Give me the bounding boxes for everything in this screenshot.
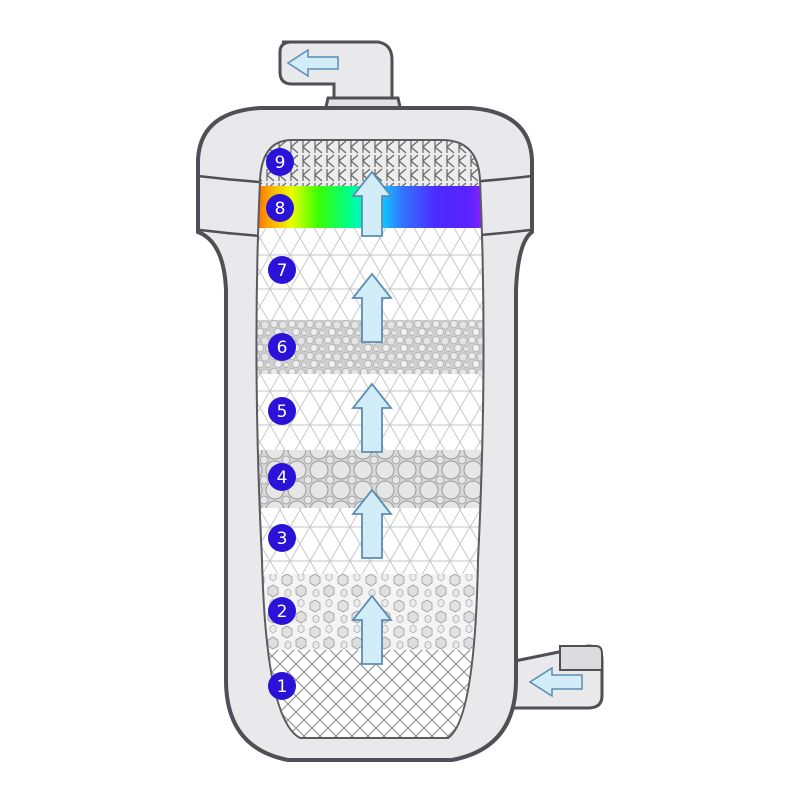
arrow-up-icon	[351, 382, 393, 453]
layer-number: 6	[277, 338, 288, 358]
inlet-port	[508, 644, 604, 710]
layer-badge-9: 9	[266, 148, 294, 176]
layer-badge-4: 4	[268, 463, 296, 491]
layer-badge-7: 7	[268, 256, 296, 284]
layer-badge-5: 5	[268, 397, 296, 425]
arrow-up-icon	[351, 488, 393, 559]
layer-number: 3	[277, 529, 288, 549]
arrow-up-icon	[351, 272, 393, 343]
arrow-up-icon	[351, 594, 393, 665]
arrow-up-icon	[351, 170, 393, 237]
arrow-left-icon	[286, 48, 339, 78]
layer-number: 5	[277, 402, 288, 422]
outlet-port	[278, 40, 404, 118]
layer-badge-8: 8	[266, 194, 294, 222]
layer-badge-1: 1	[268, 672, 296, 700]
layer-number: 4	[277, 468, 288, 488]
layer-badge-3: 3	[268, 524, 296, 552]
filter-chamber	[256, 140, 484, 738]
layer-number: 7	[277, 261, 288, 281]
layer-number: 8	[275, 199, 286, 219]
layer-badge-6: 6	[268, 333, 296, 361]
layer-number: 1	[277, 677, 288, 697]
layer-number: 9	[275, 153, 286, 173]
layer-number: 2	[277, 602, 288, 622]
arrow-left-icon	[528, 666, 583, 698]
layer-badge-2: 2	[268, 597, 296, 625]
